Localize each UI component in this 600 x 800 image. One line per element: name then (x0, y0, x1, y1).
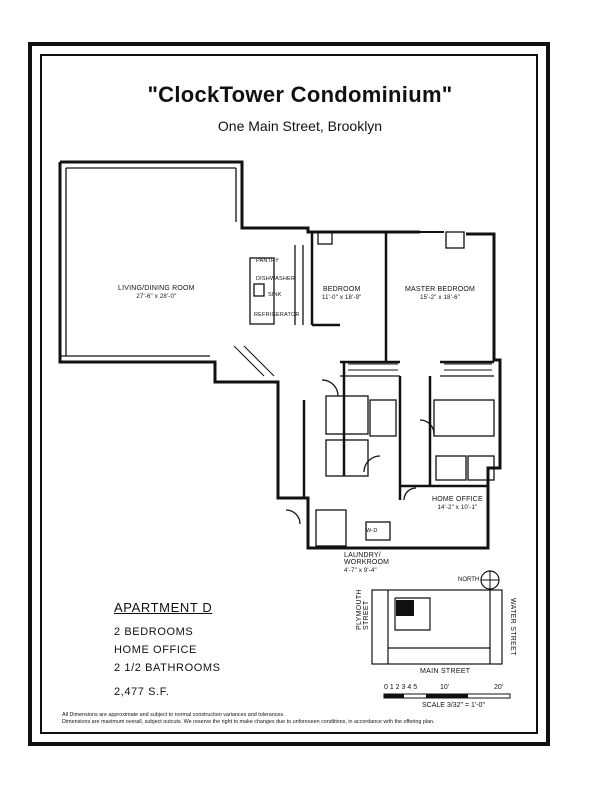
apartment-bedrooms: 2 BEDROOMS (114, 626, 194, 638)
label-washer-dryer: W-D (366, 528, 378, 534)
scale-mark-20: 20' (494, 684, 504, 691)
street-main: MAIN STREET (420, 668, 471, 675)
scale-bar (383, 693, 511, 699)
building-address: One Main Street, Brooklyn (217, 118, 383, 134)
north-label: NORTH (458, 577, 480, 583)
living-upper-wall (60, 160, 420, 234)
kitchen-island (249, 257, 275, 325)
label-refrigerator: REFRIGERATOR (254, 312, 300, 318)
key-plan-unit (396, 600, 414, 616)
key-plan (371, 589, 503, 665)
master-bath (433, 399, 495, 437)
living-room-walls (58, 162, 502, 550)
street-plymouth: PLYMOUTH STREET (356, 589, 370, 630)
street-water: WATER STREET (509, 598, 516, 656)
building-title: "ClockTower Condominium" (147, 82, 453, 107)
footnote-line-1: All Dimensions are approximate and subje… (62, 712, 285, 718)
apartment-name: APARTMENT D (114, 600, 213, 615)
laundry-room (315, 509, 347, 547)
tub-1 (369, 399, 397, 437)
apartment-office: HOME OFFICE (114, 644, 197, 656)
footnote-line-2: Dimensions are maximum overall, subject … (62, 719, 435, 725)
shower (435, 455, 467, 481)
scale-mark-10: 10' (440, 684, 450, 691)
powder-room (325, 439, 369, 477)
bath-1 (325, 395, 369, 435)
apartment-area: 2,477 S.F. (114, 686, 170, 698)
tub-2 (467, 455, 495, 481)
scale-label: SCALE 3/32" = 1'-0" (422, 702, 485, 709)
inner-border (40, 54, 538, 734)
scale-ticks: 0 1 2 3 4 5 (384, 684, 418, 691)
label-sink: SINK (268, 292, 282, 298)
label-dishwasher: DISHWASHER (256, 276, 296, 282)
washer-dryer (365, 521, 391, 541)
label-pantry: PANTRY (256, 258, 280, 264)
apartment-baths: 2 1/2 BATHROOMS (114, 662, 221, 674)
outer-border (28, 42, 550, 746)
